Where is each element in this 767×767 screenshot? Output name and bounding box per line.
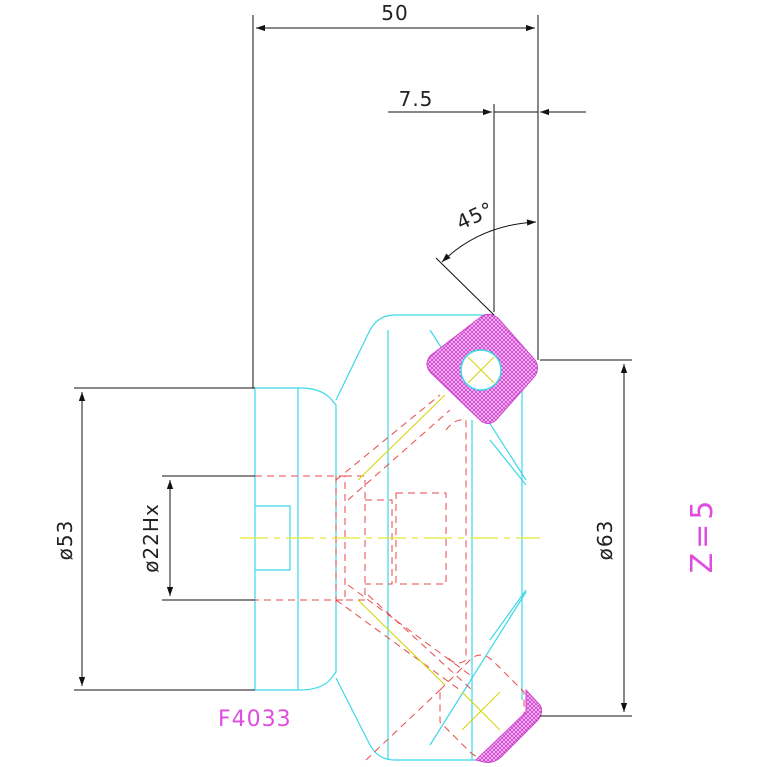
dim-50-text: 50 bbox=[381, 1, 408, 25]
dim-63-text: ø63 bbox=[593, 520, 617, 561]
dimension-50: 50 bbox=[252, 1, 539, 388]
teeth-count-label: Z=5 bbox=[685, 497, 720, 574]
dim-7-5-text: 7.5 bbox=[399, 87, 434, 111]
dim-bore-text: ø22Hx bbox=[139, 503, 163, 573]
dimension-dia-53: ø53 bbox=[53, 387, 255, 691]
hidden-lines bbox=[255, 394, 525, 761]
dimension-dia-63: ø63 bbox=[540, 359, 632, 717]
dimension-7-5: 7.5 bbox=[388, 87, 586, 312]
cutting-insert-top bbox=[426, 313, 538, 424]
dim-53-text: ø53 bbox=[53, 520, 77, 561]
cutting-insert-bottom bbox=[475, 688, 543, 763]
part-code-label: F4033 bbox=[218, 707, 292, 732]
dimension-bore: ø22Hx bbox=[139, 475, 255, 601]
angle-text: 45° bbox=[453, 197, 498, 235]
dimension-angle: 45° bbox=[435, 197, 537, 316]
